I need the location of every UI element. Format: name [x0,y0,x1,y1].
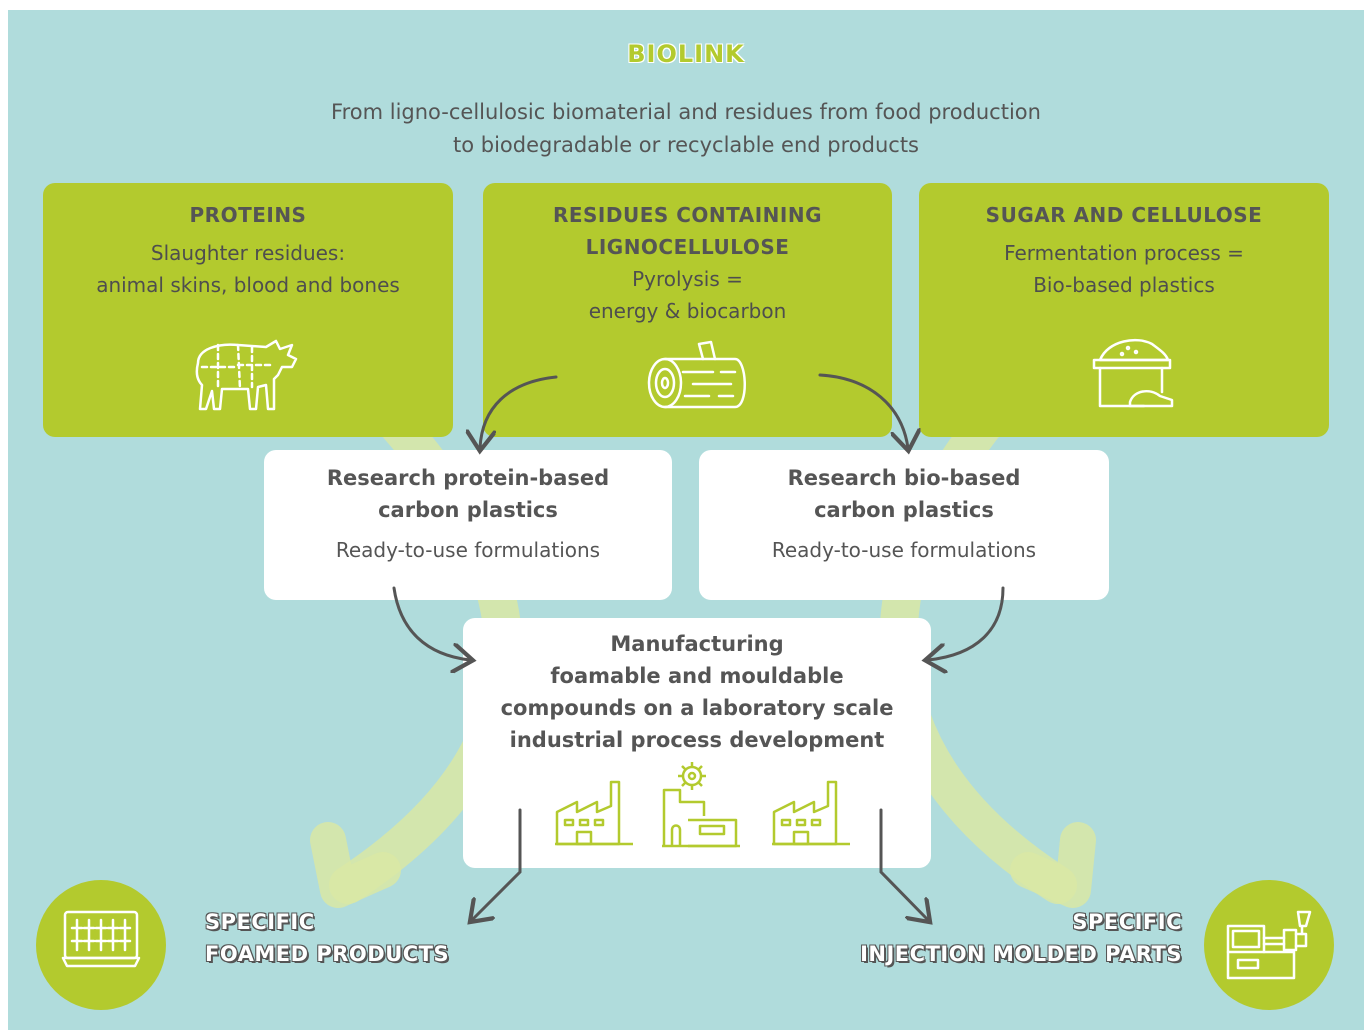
sugar-cellulose-heading: SUGAR AND CELLULOSE [985,203,1263,227]
foamed-products-line-2: FOAMED PRODUCTS [205,942,450,966]
sugar-sack-icon [1092,338,1174,408]
lignocellulose-text-line-2: energy & biocarbon [588,299,787,323]
diagram-canvas: BIOLINK From ligno-cellulosic biomateria… [8,10,1364,1030]
factory-icon [772,780,850,846]
research-protein-heading-line-2: carbon plastics [378,498,558,522]
sugar-cellulose-box: SUGAR AND CELLULOSE Fermentation process… [919,183,1329,437]
log-icon [647,340,746,409]
page-subtitle: From ligno-cellulosic biomaterial and re… [8,96,1364,162]
factory-icon [555,780,633,846]
subtitle-line-1: From ligno-cellulosic biomaterial and re… [331,100,1041,124]
proteins-text-line-1: Slaughter residues: [150,241,346,265]
injection-molded-line-2: INJECTION MOLDED PARTS [860,942,1182,966]
swoosh-layer [310,401,1096,908]
injection-molded-line-1: SPECIFIC [1072,910,1182,934]
left-swoosh-arrowhead [310,822,401,908]
lignocellulose-heading-line-2: LIGNOCELLULOSE [585,235,790,259]
injection-molded-label: SPECIFIC INJECTION MOLDED PARTS [860,906,1182,970]
subtitle-line-2: to biodegradable or recyclable end produ… [453,133,919,157]
proteins-box: PROTEINS Slaughter residues: animal skin… [43,183,453,437]
foamed-products-line-1: SPECIFIC [205,910,315,934]
manufacturing-heading-line-1: Manufacturing [610,632,784,656]
lignocellulose-text-line-1: Pyrolysis = [632,267,743,291]
manufacturing-heading-line-3: compounds on a laboratory scale [500,696,894,720]
foam-tray-icon [61,910,141,968]
right-swoosh-arrowhead [1010,822,1096,908]
lignocellulose-heading-line-1: RESIDUES CONTAINING [552,203,823,227]
sugar-cellulose-text-line-2: Bio-based plastics [1033,273,1215,297]
injection-molding-machine-icon [1226,910,1312,980]
foamed-products-label: SPECIFIC FOAMED PRODUCTS [205,906,449,970]
industrial-plant-gear-icon [662,762,740,848]
research-protein-heading-line-1: Research protein-based [326,466,610,490]
cow-icon [195,339,298,411]
proteins-heading: PROTEINS [189,203,307,227]
proteins-text-line-2: animal skins, blood and bones [96,273,400,297]
research-biobased-box: Research bio-based carbon plastics Ready… [699,450,1109,600]
manufacturing-box: Manufacturing foamable and mouldable com… [463,618,931,868]
sugar-cellulose-text-line-1: Fermentation process = [1004,241,1244,265]
research-biobased-heading-line-2: carbon plastics [814,498,994,522]
research-protein-text: Ready-to-use formulations [335,538,601,562]
page-title: BIOLINK [627,40,745,68]
research-biobased-text: Ready-to-use formulations [771,538,1037,562]
manufacturing-heading-line-4: industrial process development [509,728,885,752]
research-protein-box: Research protein-based carbon plastics R… [264,450,672,600]
manufacturing-heading-line-2: foamable and mouldable [550,664,844,688]
research-biobased-heading-line-1: Research bio-based [787,466,1021,490]
